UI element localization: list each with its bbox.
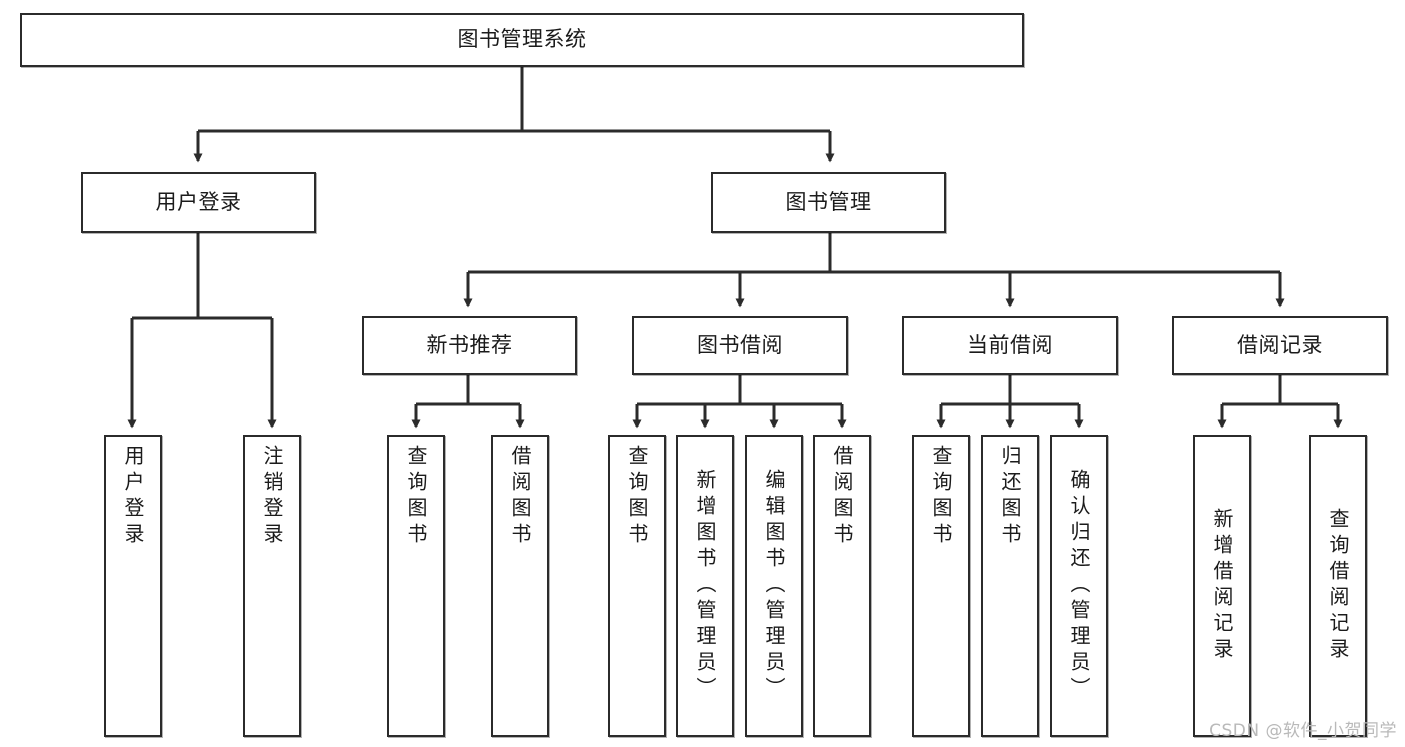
node-label: 新增借阅记录 [1210,508,1234,664]
node-leaf-user-login-login[interactable]: 用户登录 [104,435,162,737]
node-label: 归还图书 [998,445,1022,549]
node-book-management[interactable]: 图书管理 [711,172,946,233]
node-leaf-current-query-book[interactable]: 查询图书 [912,435,970,737]
node-leaf-current-confirm-return-admin[interactable]: 确认归还（管理员） [1050,435,1108,737]
node-leaf-borrow-add-book-admin[interactable]: 新增图书（管理员） [676,435,734,737]
node-label: 查询图书 [404,445,428,549]
node-leaf-borrow-edit-book-admin[interactable]: 编辑图书（管理员） [745,435,803,737]
node-label: 查询图书 [625,445,649,549]
node-new-book-recommendation[interactable]: 新书推荐 [362,316,577,375]
node-label: 新书推荐 [426,332,513,357]
node-label: 查询借阅记录 [1326,508,1350,664]
node-leaf-new-book-borrow[interactable]: 借阅图书 [491,435,549,737]
node-label: 新增图书（管理员） [693,469,717,703]
node-label: 图书管理 [785,189,872,214]
node-label: 借阅记录 [1237,332,1323,357]
node-label: 借阅图书 [508,445,532,549]
node-label: 图书借阅 [697,332,783,357]
node-leaf-new-book-query[interactable]: 查询图书 [387,435,445,737]
node-label: 编辑图书（管理员） [762,469,786,703]
node-label: 注销登录 [260,445,284,549]
node-leaf-borrow-borrow-book[interactable]: 借阅图书 [813,435,871,737]
node-leaf-user-login-logout[interactable]: 注销登录 [243,435,301,737]
node-current-borrowing[interactable]: 当前借阅 [902,316,1118,375]
node-book-borrowing[interactable]: 图书借阅 [632,316,848,375]
node-leaf-borrow-query-book[interactable]: 查询图书 [608,435,666,737]
node-leaf-record-query-record[interactable]: 查询借阅记录 [1309,435,1367,737]
node-label: 查询图书 [929,445,953,549]
node-label: 图书管理系统 [457,27,587,52]
node-label: 借阅图书 [830,445,854,549]
node-root-book-management-system[interactable]: 图书管理系统 [20,13,1024,67]
node-label: 用户登录 [155,189,242,214]
node-borrowing-record[interactable]: 借阅记录 [1172,316,1388,375]
node-leaf-current-return-book[interactable]: 归还图书 [981,435,1039,737]
node-user-login[interactable]: 用户登录 [81,172,316,233]
node-label: 用户登录 [121,445,145,549]
node-leaf-record-add-record[interactable]: 新增借阅记录 [1193,435,1251,737]
node-label: 当前借阅 [967,332,1053,357]
node-label: 确认归还（管理员） [1067,469,1091,703]
